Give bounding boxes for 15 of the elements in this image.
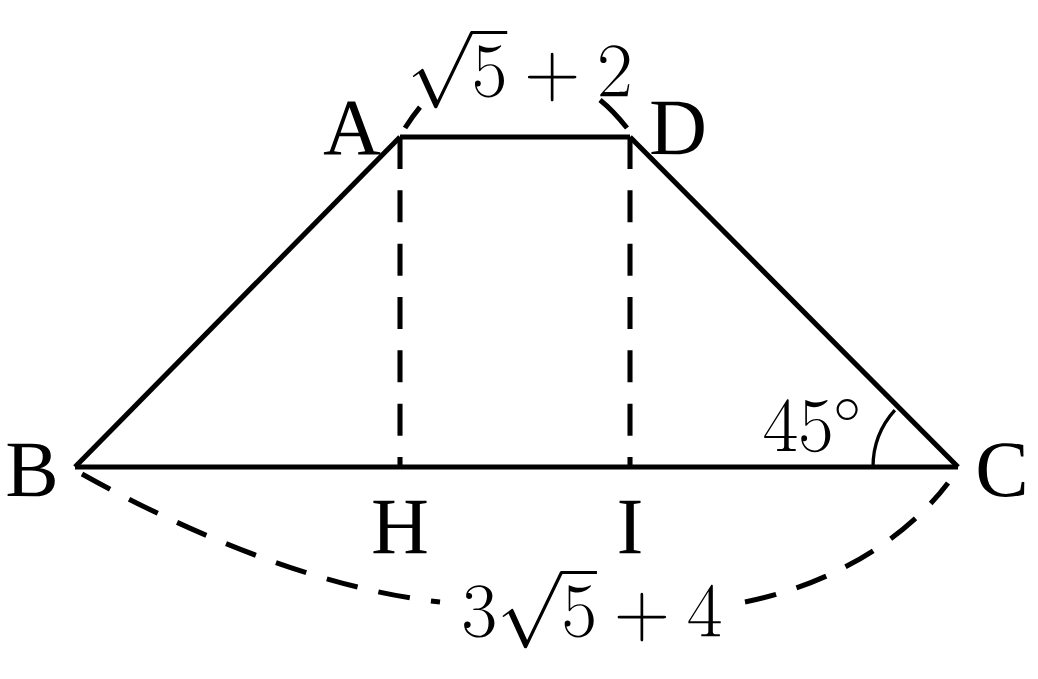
angle-label: $45^\circ$ (764, 398, 858, 453)
line-segment (397, 137, 403, 467)
length-label: $\sqrt{5}+2$ (412, 30, 630, 109)
point-label: H (373, 500, 427, 554)
line-segment (400, 134, 630, 140)
length-label: $3\sqrt{5}+4$ (464, 570, 721, 649)
point-label: D (651, 101, 704, 155)
point-label: A (323, 101, 381, 155)
point-label: I (619, 500, 641, 554)
line-segment (75, 464, 958, 470)
line-segment (628, 135, 960, 469)
line-segment (627, 137, 633, 467)
line-segment (73, 135, 402, 469)
point-label: B (7, 443, 55, 497)
point-label: C (978, 443, 1025, 497)
